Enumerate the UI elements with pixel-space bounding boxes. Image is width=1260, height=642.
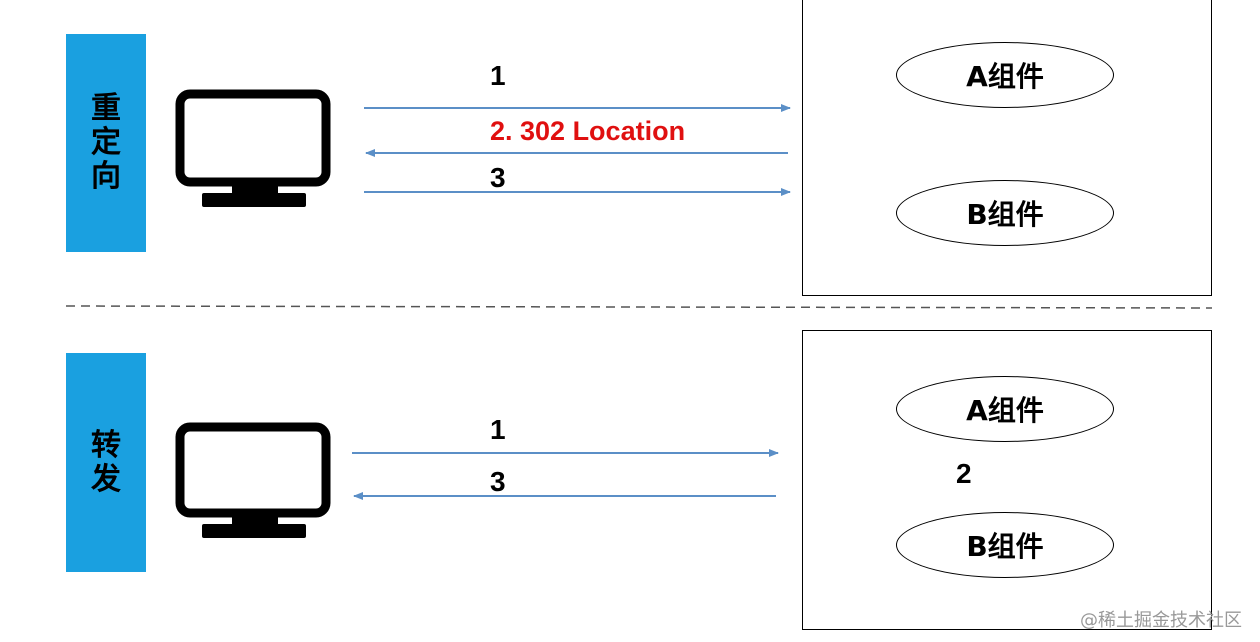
label-forward: 转 发	[66, 353, 146, 572]
label-char: 向	[91, 159, 121, 194]
component-b: B组件	[896, 512, 1114, 578]
component-b: B组件	[896, 180, 1114, 246]
step-label-3: 3	[490, 466, 506, 497]
label-redirect: 重 定 向	[66, 34, 146, 252]
label-char: 定	[91, 125, 121, 160]
component-a: A组件	[896, 376, 1114, 442]
step-label-1: 1	[490, 60, 506, 91]
step-label-3: 3	[490, 162, 506, 193]
step-label-1: 1	[490, 414, 506, 445]
client-monitor-icon	[175, 89, 331, 207]
watermark: @稀土掘金技术社区	[1080, 610, 1242, 631]
label-char: 转	[91, 427, 121, 463]
client-monitor-icon	[175, 422, 331, 538]
step-label-2: 2	[956, 458, 972, 489]
label-char: 发	[91, 461, 121, 497]
section-divider	[65, 305, 1213, 309]
label-char: 重	[91, 91, 121, 126]
component-a: A组件	[896, 42, 1114, 108]
step-label-2: 2. 302 Location	[490, 116, 686, 146]
server-box	[802, 330, 1212, 630]
